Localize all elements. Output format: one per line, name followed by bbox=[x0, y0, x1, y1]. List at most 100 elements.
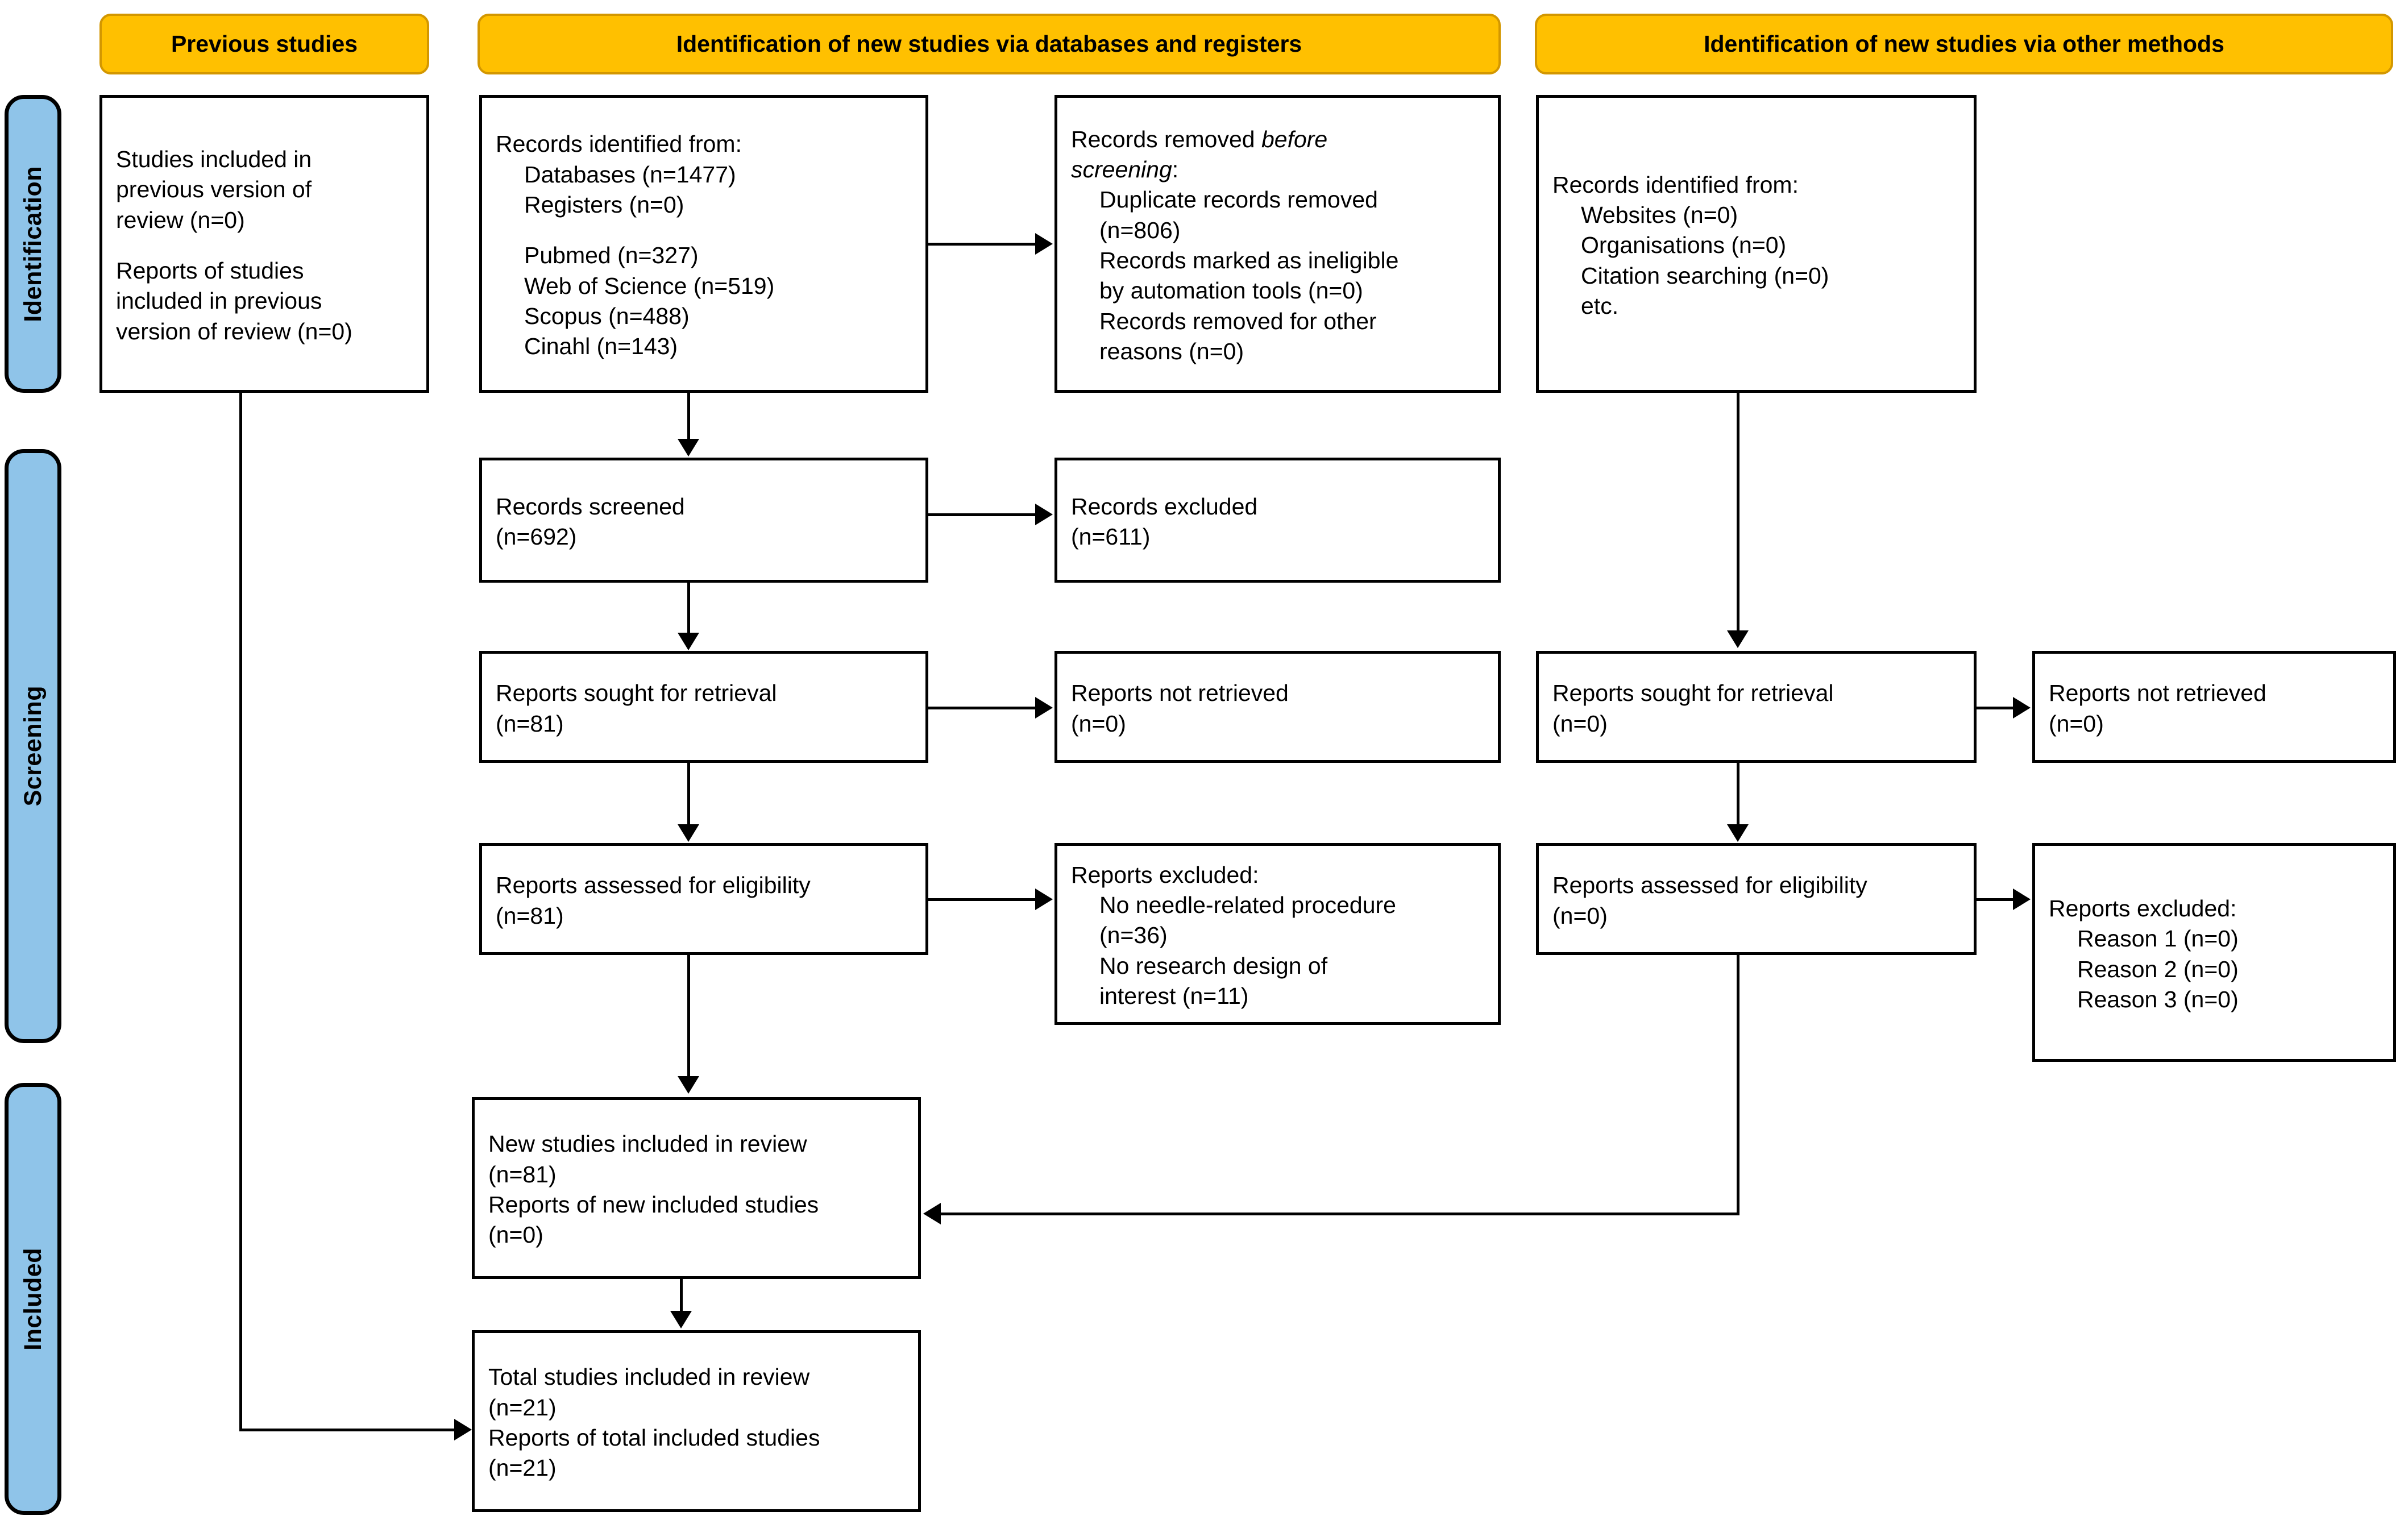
phase-label-identification: Identification bbox=[19, 165, 47, 322]
arrow-into-reports-not-retrieved-db bbox=[1035, 697, 1053, 719]
line: Records identified from: bbox=[1552, 171, 1799, 198]
line: Reports of total included studies bbox=[488, 1425, 820, 1451]
connector-screened-to-excluded bbox=[928, 513, 1036, 516]
line: Reports not retrieved bbox=[1071, 680, 1289, 707]
line: (n=0) bbox=[488, 1222, 543, 1248]
line: (n=692) bbox=[496, 524, 577, 550]
line: (n=611) bbox=[1071, 524, 1151, 550]
line: Reports excluded: bbox=[2049, 895, 2237, 921]
line: Records excluded bbox=[1071, 493, 1258, 520]
connector-new-to-total-studies bbox=[680, 1279, 683, 1312]
box-records-identified-other-methods: Records identified from: Websites (n=0) … bbox=[1536, 95, 1977, 393]
line: (n=36) bbox=[1099, 922, 1168, 949]
line: (n=21) bbox=[488, 1394, 557, 1421]
line: Reports of studies bbox=[116, 258, 304, 284]
line: Reason 1 (n=0) bbox=[2077, 925, 2239, 952]
column-header-other-methods: Identification of new studies via other … bbox=[1535, 14, 2393, 74]
line: Web of Science (n=519) bbox=[524, 272, 775, 299]
line: previous version of bbox=[116, 176, 312, 203]
line: Organisations (n=0) bbox=[1581, 232, 1787, 259]
line: Databases (n=1477) bbox=[524, 161, 736, 188]
phase-label-screening: Screening bbox=[19, 686, 47, 807]
line: Total studies included in review bbox=[488, 1364, 810, 1390]
line: Reports sought for retrieval bbox=[496, 680, 777, 707]
line-spacer bbox=[496, 220, 913, 240]
box-total-studies-included: Total studies included in review (n=21) … bbox=[472, 1330, 921, 1512]
line: No needle-related procedure bbox=[1099, 892, 1396, 919]
box-previous-studies: Studies included in previous version of … bbox=[99, 95, 429, 393]
box-reports-excluded-databases: Reports excluded: No needle-related proc… bbox=[1054, 843, 1501, 1025]
column-header-previous-studies-label: Previous studies bbox=[171, 30, 358, 57]
box-records-screened: Records screened (n=692) bbox=[479, 458, 928, 583]
arrow-into-records-excluded bbox=[1035, 504, 1053, 525]
line: Reason 3 (n=0) bbox=[2077, 986, 2239, 1012]
line: (n=806) bbox=[1099, 217, 1181, 243]
connector-previous-to-total-vertical bbox=[239, 393, 242, 1429]
arrow-into-total-studies bbox=[454, 1419, 472, 1440]
line: (n=0) bbox=[2049, 710, 2104, 737]
connector-sought-to-not-retrieved-db bbox=[928, 707, 1036, 709]
line: (n=0) bbox=[1071, 710, 1126, 737]
line-prefix: Records removed bbox=[1071, 126, 1261, 152]
line: New studies included in review bbox=[488, 1131, 807, 1157]
arrow-into-reports-assessed-db bbox=[678, 824, 699, 842]
arrow-into-records-removed bbox=[1035, 233, 1053, 255]
line: Reports of new included studies bbox=[488, 1191, 819, 1218]
phase-bar-screening: Screening bbox=[5, 449, 61, 1043]
box-records-identified-databases: Records identified from: Databases (n=14… bbox=[479, 95, 928, 393]
box-reports-excluded-other-methods: Reports excluded: Reason 1 (n=0) Reason … bbox=[2032, 843, 2396, 1062]
line: Reports assessed for eligibility bbox=[496, 872, 811, 899]
connector-assessed-other-to-new-studies-vertical bbox=[1737, 955, 1739, 1214]
arrow-into-reports-not-retrieved-other bbox=[2013, 697, 2031, 719]
box-new-studies-included: New studies included in review (n=81) Re… bbox=[472, 1097, 921, 1279]
line: etc. bbox=[1581, 292, 1619, 319]
line: Reports sought for retrieval bbox=[1552, 680, 1834, 707]
column-header-databases-registers: Identification of new studies via databa… bbox=[478, 14, 1501, 74]
connector-identified-to-screened bbox=[687, 393, 690, 440]
line: by automation tools (n=0) bbox=[1099, 277, 1363, 304]
line: Records screened bbox=[496, 493, 685, 520]
connector-identified-to-removed bbox=[928, 243, 1036, 246]
arrow-into-records-screened bbox=[678, 439, 699, 456]
arrow-into-total-studies-vertical bbox=[670, 1311, 692, 1328]
line: (n=81) bbox=[496, 710, 564, 737]
arrow-into-new-studies-from-other bbox=[923, 1203, 941, 1224]
box-reports-sought-other-methods: Reports sought for retrieval (n=0) bbox=[1536, 651, 1977, 763]
column-header-databases-registers-label: Identification of new studies via databa… bbox=[676, 30, 1302, 57]
connector-assessed-to-excluded-db bbox=[928, 898, 1036, 901]
connector-identified-other-to-sought-other bbox=[1737, 393, 1739, 632]
line: version of review (n=0) bbox=[116, 318, 352, 344]
line: screening: bbox=[1071, 155, 1485, 185]
connector-previous-to-total-horizontal bbox=[239, 1429, 455, 1431]
arrow-into-reports-excluded-db bbox=[1035, 888, 1053, 910]
connector-assessed-to-excluded-other bbox=[1977, 898, 2014, 901]
connector-screened-to-sought bbox=[687, 583, 690, 634]
arrow-into-reports-excluded-other bbox=[2013, 888, 2031, 910]
box-reports-sought-databases: Reports sought for retrieval (n=81) bbox=[479, 651, 928, 763]
line: Scopus (n=488) bbox=[524, 302, 690, 329]
line: Pubmed (n=327) bbox=[524, 242, 699, 269]
phase-bar-identification: Identification bbox=[5, 95, 61, 393]
line-spacer bbox=[116, 235, 414, 256]
connector-assessed-to-new-studies bbox=[687, 955, 690, 1077]
line: Duplicate records removed bbox=[1099, 186, 1378, 213]
line: Citation searching (n=0) bbox=[1581, 262, 1829, 289]
box-reports-assessed-other-methods: Reports assessed for eligibility (n=0) bbox=[1536, 843, 1977, 955]
arrow-into-reports-assessed-other bbox=[1727, 824, 1749, 842]
line: review (n=0) bbox=[116, 206, 245, 233]
column-header-other-methods-label: Identification of new studies via other … bbox=[1704, 30, 2224, 57]
box-reports-assessed-databases: Reports assessed for eligibility (n=81) bbox=[479, 843, 928, 955]
arrow-into-reports-sought-other bbox=[1727, 630, 1749, 648]
phase-label-included: Included bbox=[19, 1247, 47, 1351]
connector-assessed-other-to-new-studies-horizontal bbox=[941, 1213, 1739, 1215]
connector-sought-to-not-retrieved-other bbox=[1977, 707, 2014, 709]
line-suffix: : bbox=[1172, 156, 1179, 183]
line: Cinahl (n=143) bbox=[524, 333, 678, 360]
box-reports-not-retrieved-other-methods: Reports not retrieved (n=0) bbox=[2032, 651, 2396, 763]
line: interest (n=11) bbox=[1099, 982, 1249, 1009]
arrow-into-reports-sought-db bbox=[678, 633, 699, 650]
line: (n=81) bbox=[496, 902, 564, 929]
box-records-removed-before-screening: Records removed before screening: Duplic… bbox=[1054, 95, 1501, 393]
line: Websites (n=0) bbox=[1581, 202, 1738, 229]
